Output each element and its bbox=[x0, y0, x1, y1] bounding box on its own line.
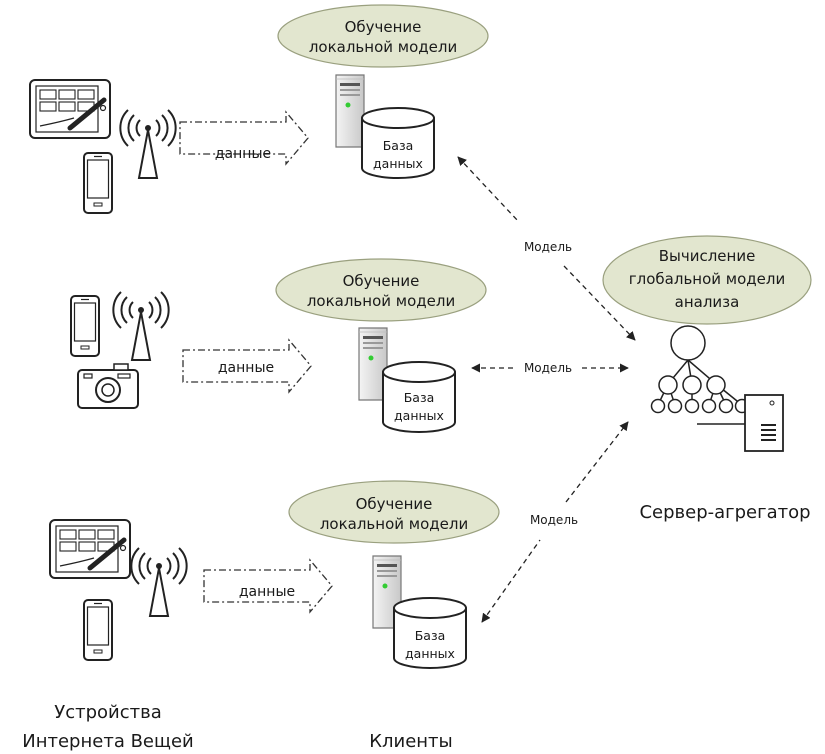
server-led bbox=[345, 102, 351, 108]
global-model-line1: Вычисление bbox=[659, 247, 756, 265]
antenna-icon bbox=[130, 547, 188, 617]
model-link-1: Модель bbox=[457, 156, 636, 341]
clients-caption: Клиенты bbox=[369, 731, 453, 752]
training-ellipse: Обучение локальной модели bbox=[277, 4, 489, 68]
tablet-icon bbox=[50, 520, 130, 578]
data-arrow: данные bbox=[182, 339, 312, 393]
server-led bbox=[368, 355, 374, 361]
data-arrow: данные bbox=[179, 111, 309, 165]
global-model-ellipse: Вычисление глобальной модели анализа bbox=[602, 235, 812, 325]
global-model-line2: глобальной модели bbox=[629, 270, 785, 288]
training-label-line2: локальной модели bbox=[309, 38, 457, 56]
database-label-line1: База bbox=[415, 628, 446, 643]
database-label-line2: данных bbox=[394, 408, 444, 423]
model-link-label: Модель bbox=[524, 361, 572, 375]
data-arrow: данные bbox=[203, 559, 333, 613]
devices-caption-line1: Устройства bbox=[54, 702, 162, 723]
model-link-2: Модель bbox=[471, 361, 629, 375]
training-label-line1: Обучение bbox=[356, 495, 433, 513]
aggregator: Вычисление глобальной модели анализа bbox=[602, 235, 812, 523]
camera-icon bbox=[77, 363, 139, 409]
aggregator-server-icon bbox=[697, 394, 784, 452]
database-label-line1: База bbox=[404, 390, 435, 405]
database-label-line2: данных bbox=[405, 646, 455, 661]
phone-icon bbox=[83, 599, 113, 661]
client-1: данные Обучение локальной модели База да… bbox=[30, 4, 489, 214]
data-arrow-label: данные bbox=[239, 584, 295, 600]
database-label-line1: База bbox=[383, 138, 414, 153]
database-icon: База данных bbox=[393, 597, 467, 669]
antenna-icon bbox=[112, 291, 170, 361]
database-icon: База данных bbox=[361, 107, 435, 179]
training-label-line1: Обучение bbox=[343, 272, 420, 290]
database-label-line2: данных bbox=[373, 156, 423, 171]
training-label-line1: Обучение bbox=[345, 18, 422, 36]
model-link-label: Модель bbox=[530, 513, 578, 527]
training-label-line2: локальной модели bbox=[320, 515, 468, 533]
training-ellipse: Обучение локальной модели bbox=[288, 480, 500, 544]
data-arrow-label: данные bbox=[215, 146, 271, 162]
network-tree-icon bbox=[650, 325, 750, 414]
tablet-icon bbox=[30, 80, 110, 138]
client-2: данные Обучение локальной модели База да… bbox=[70, 258, 487, 433]
phone-icon bbox=[83, 152, 113, 214]
database-icon: База данных bbox=[382, 361, 456, 433]
phone-icon bbox=[70, 295, 100, 357]
aggregator-caption: Сервер-агрегатор bbox=[639, 502, 810, 523]
model-link-3: Модель bbox=[481, 421, 629, 623]
global-model-line3: анализа bbox=[675, 293, 740, 311]
antenna-icon bbox=[119, 109, 177, 179]
training-label-line2: локальной модели bbox=[307, 292, 455, 310]
devices-caption-line2: Интернета Вещей bbox=[22, 731, 193, 752]
data-arrow-label: данные bbox=[218, 360, 274, 376]
training-ellipse: Обучение локальной модели bbox=[275, 258, 487, 322]
client-3: данные Обучение локальной модели База да… bbox=[50, 480, 500, 669]
server-icon bbox=[335, 74, 365, 148]
server-led bbox=[382, 583, 388, 589]
model-link-label: Модель bbox=[524, 240, 572, 254]
